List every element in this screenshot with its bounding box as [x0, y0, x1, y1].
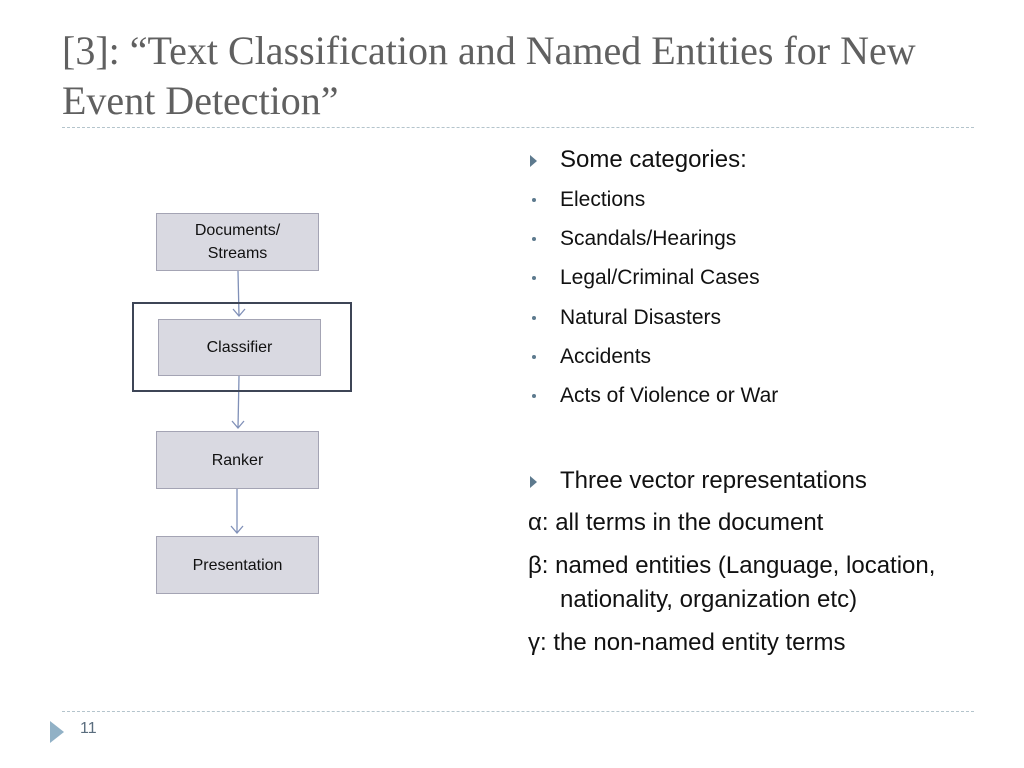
- title-divider: [62, 127, 974, 128]
- arrow-head-ranker: [231, 420, 245, 429]
- representation-alpha: α: all terms in the document: [528, 506, 978, 540]
- triangle-bullet-icon: [530, 476, 537, 488]
- arrow-documents-to-classifier: [237, 270, 240, 317]
- slide-title: [3]: “Text Classification and Named Enti…: [62, 28, 916, 123]
- node-presentation: Presentation: [156, 536, 319, 594]
- dot-bullet-icon: [532, 355, 536, 359]
- classifier-highlight-box: [132, 302, 352, 392]
- representation-beta: β: named entities (Language, location, n…: [528, 549, 978, 617]
- representation-text: γ: the non-named entity terms: [528, 629, 846, 656]
- page-number: 11: [80, 720, 97, 737]
- dot-bullet-icon: [532, 237, 536, 241]
- footer-divider: [62, 711, 974, 712]
- node-classifier: Classifier: [158, 319, 321, 376]
- representation-text: α: all terms in the document: [528, 509, 824, 536]
- category-text: Acts of Violence or War: [560, 384, 779, 407]
- dot-bullet-icon: [532, 316, 536, 320]
- arrow-head-classifier: [232, 308, 246, 317]
- node-label: Ranker: [211, 451, 264, 469]
- arrow-head-presentation: [230, 525, 244, 534]
- dot-bullet-icon: [532, 198, 536, 202]
- category-text: Accidents: [560, 345, 652, 368]
- representation-text: β: named entities (Language, location, n…: [528, 552, 936, 613]
- node-documents-streams: Documents/ Streams: [156, 213, 319, 271]
- representation-gamma: γ: the non-named entity terms: [528, 626, 978, 660]
- bullet-text: Some categories:: [560, 146, 747, 173]
- diagram-arrows: [230, 270, 246, 534]
- dot-bullet-icon: [532, 394, 536, 398]
- bullet-text: Three vector representations: [560, 467, 867, 494]
- node-label: Classifier: [206, 339, 273, 356]
- category-text: Natural Disasters: [560, 306, 722, 329]
- arrow-classifier-to-ranker: [237, 375, 240, 429]
- footer-triangle-icon: [50, 721, 64, 743]
- category-text: Legal/Criminal Cases: [560, 266, 760, 289]
- triangle-bullet-icon: [530, 155, 537, 167]
- pipeline-diagram: Documents/ Streams Classifier Ranker Pre…: [0, 0, 520, 700]
- node-label: Documents/ Streams: [194, 222, 281, 262]
- dot-bullet-icon: [532, 276, 536, 280]
- node-label: Presentation: [192, 556, 283, 574]
- category-text: Elections: [560, 188, 646, 211]
- node-ranker: Ranker: [156, 431, 319, 489]
- category-text: Scandals/Hearings: [560, 227, 737, 250]
